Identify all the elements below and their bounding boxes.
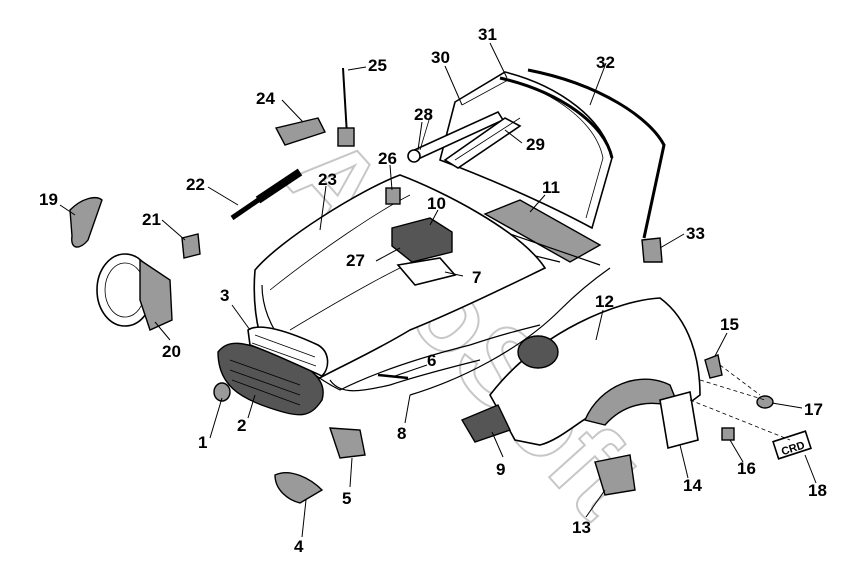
callout-13: 13: [572, 518, 591, 537]
bracket-33: [641, 237, 663, 263]
callout-28: 28: [414, 105, 433, 124]
mud-flap-13: [594, 454, 636, 496]
fender: [489, 297, 701, 446]
callout-19: 19: [39, 190, 58, 209]
callout-12: 12: [595, 292, 614, 311]
callout-25: 25: [368, 56, 387, 75]
callout-1: 1: [198, 433, 207, 452]
clip-16: [721, 427, 735, 441]
callout-8: 8: [397, 424, 406, 443]
badge-18: CRD: [772, 430, 812, 460]
callout-16: 16: [737, 459, 756, 478]
callout-33: 33: [686, 224, 705, 243]
callout-5: 5: [342, 489, 351, 508]
callout-14: 14: [683, 476, 702, 495]
callout-9: 9: [496, 460, 505, 479]
callout-15: 15: [720, 315, 739, 334]
callout-2: 2: [237, 416, 246, 435]
antenna-25: [337, 67, 355, 147]
box-27: [391, 217, 453, 263]
callout-20: 20: [162, 342, 181, 361]
latch-5: [329, 427, 366, 459]
clip-17: [756, 395, 774, 409]
callout-30: 30: [431, 48, 450, 67]
callout-7: 7: [472, 268, 481, 287]
clip-21: [181, 233, 201, 259]
callout-3: 3: [220, 286, 229, 305]
callout-26: 26: [378, 149, 397, 168]
callout-4: 4: [294, 537, 304, 556]
headlamp-bracket: [69, 197, 103, 248]
callout-32: 32: [596, 53, 615, 72]
callout-31: 31: [478, 25, 497, 44]
callout-labels: 1 2 3 4 5 6 7 8 9 10 11 12 13 14 15 16 1…: [39, 25, 827, 556]
hinge-24: [274, 117, 326, 146]
clip-1: [213, 382, 231, 402]
callout-23: 23: [318, 170, 337, 189]
headlamp: [96, 253, 173, 331]
rod-6: [377, 373, 409, 380]
wiper-arms: [407, 109, 522, 169]
wheel-arch-liner: [584, 378, 699, 449]
callout-24: 24: [256, 89, 275, 108]
grille: [217, 326, 329, 416]
callout-22: 22: [186, 175, 205, 194]
gas-strut: [230, 168, 303, 221]
windshield-seal: [499, 68, 666, 239]
callout-17: 17: [804, 400, 823, 419]
callout-29: 29: [526, 135, 545, 154]
callout-21: 21: [142, 210, 161, 229]
callout-27: 27: [346, 251, 365, 270]
bracket-4: [274, 472, 324, 504]
bracket-9: [460, 404, 511, 443]
callout-18: 18: [808, 481, 827, 500]
leader-lines: [59, 42, 817, 538]
guide-lines: [689, 364, 791, 441]
clip-26: [385, 187, 401, 205]
clip-15: [704, 354, 723, 379]
cable-8: [409, 267, 611, 396]
callout-6: 6: [427, 351, 436, 370]
panel-7: [396, 257, 457, 286]
callout-11: 11: [542, 178, 560, 197]
callout-10: 10: [427, 194, 446, 213]
